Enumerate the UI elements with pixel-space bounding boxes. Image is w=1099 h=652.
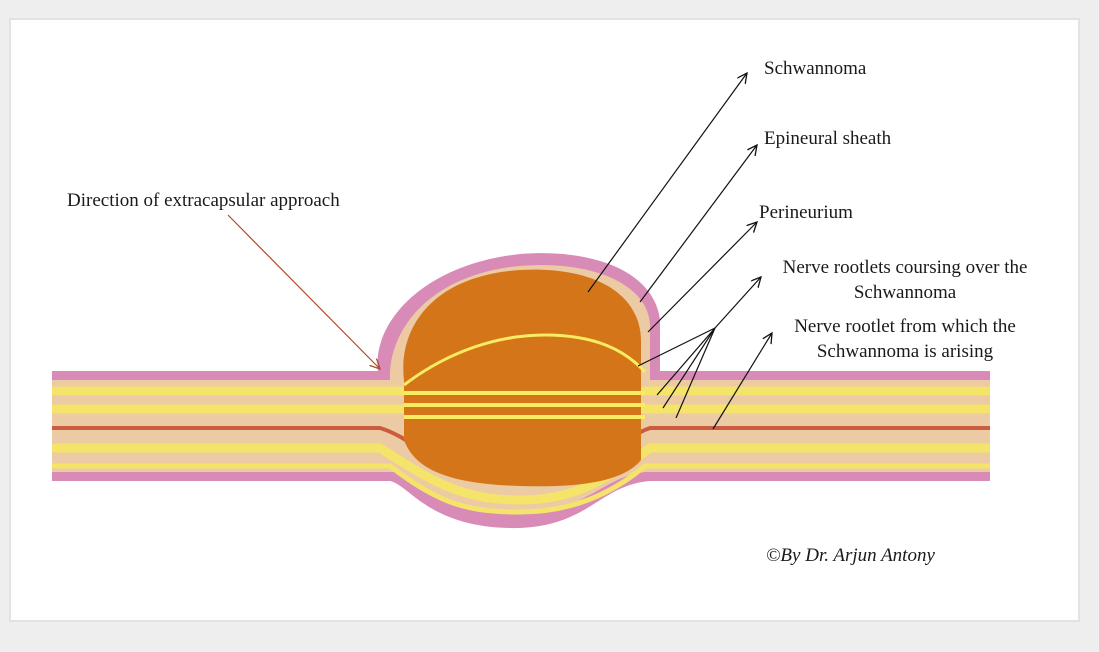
leader-arrows bbox=[587, 73, 772, 430]
label-extracapsular-approach: Direction of extracapsular approach bbox=[67, 190, 340, 211]
perineurium-arrow bbox=[647, 222, 757, 333]
rootlets-over-tumor bbox=[403, 333, 647, 419]
schwannoma-arrow bbox=[587, 73, 747, 293]
label-rootlet-origin-line2: Schwannoma is arising bbox=[817, 341, 994, 362]
epineural-arrow bbox=[639, 145, 757, 303]
rootlets-over-arrow bbox=[714, 277, 761, 329]
origin-rootlet-arrow bbox=[712, 333, 772, 430]
label-schwannoma: Schwannoma bbox=[764, 58, 867, 79]
credit-text: ©By Dr. Arjun Antony bbox=[766, 545, 935, 566]
label-rootlets-over-line2: Schwannoma bbox=[854, 282, 957, 303]
label-rootlet-origin-line1: Nerve rootlet from which the bbox=[794, 316, 1016, 337]
label-perineurium: Perineurium bbox=[759, 202, 853, 223]
approach-arrow bbox=[227, 214, 380, 369]
schwannoma-mass bbox=[403, 269, 641, 487]
label-epineural-sheath: Epineural sheath bbox=[764, 128, 892, 149]
label-rootlets-over-line1: Nerve rootlets coursing over the bbox=[783, 257, 1028, 278]
